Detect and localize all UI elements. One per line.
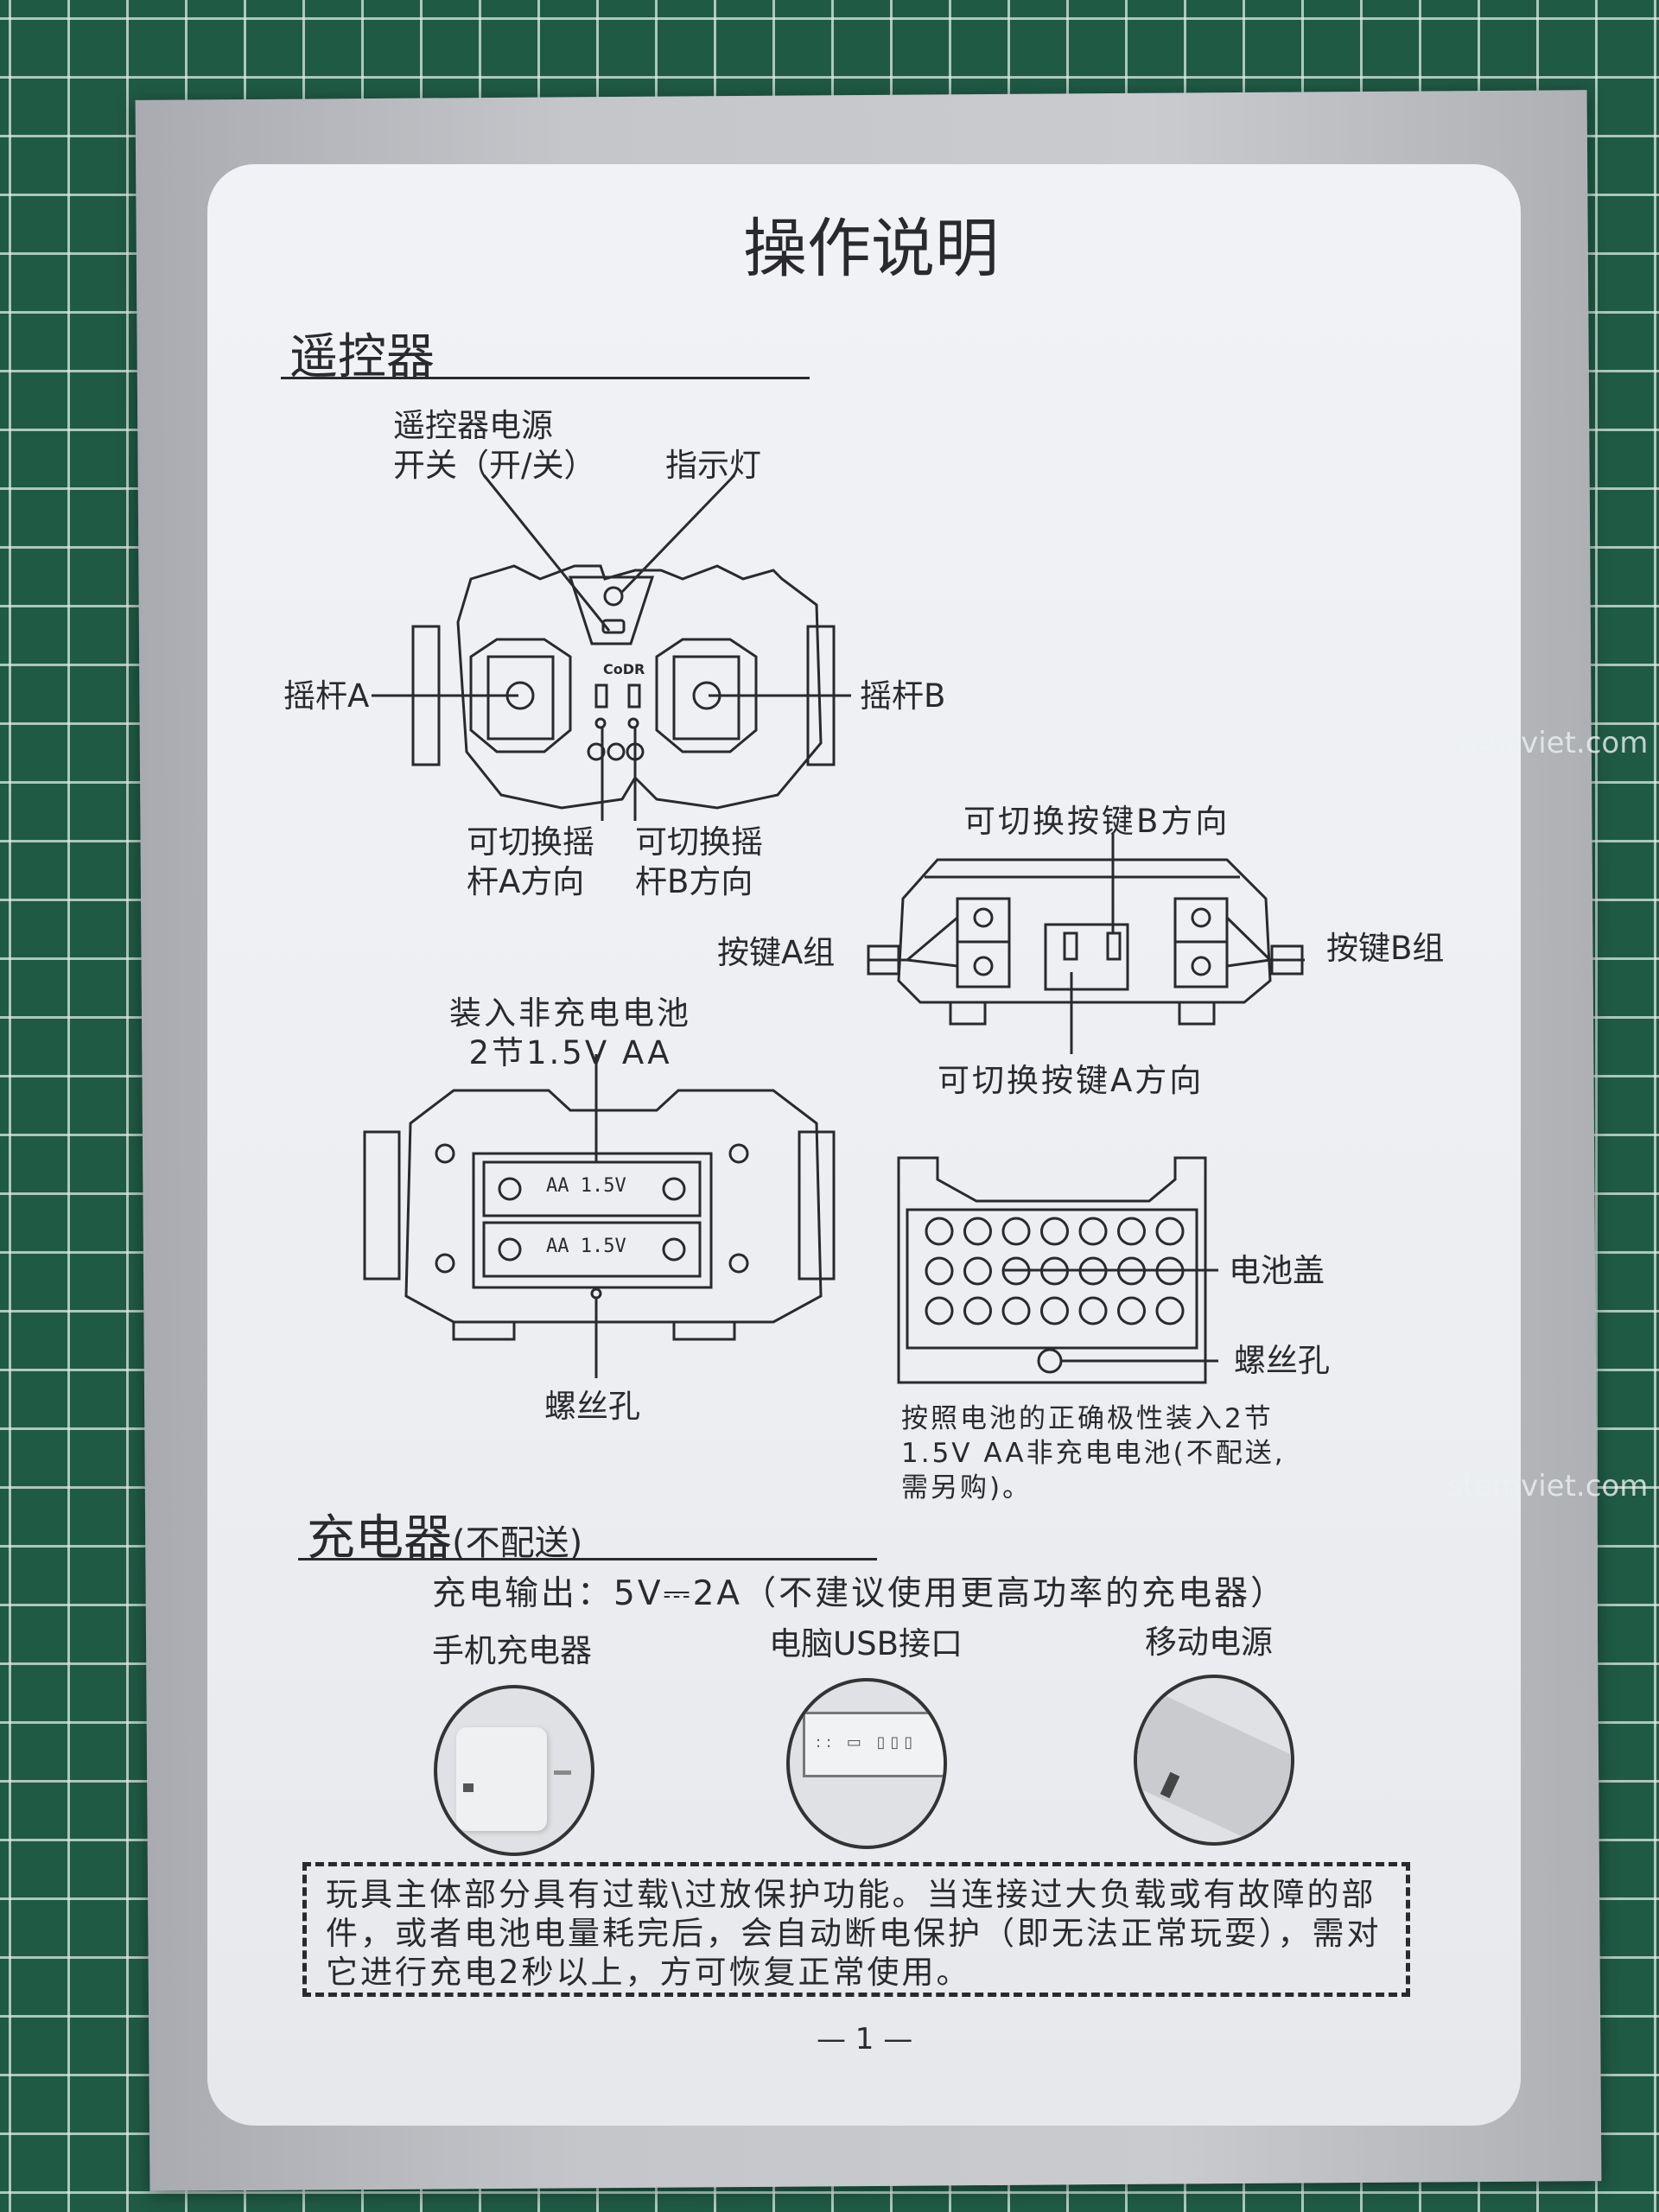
vent-hole xyxy=(1001,1217,1031,1246)
button-a-group-label: 按键A组 xyxy=(717,934,836,971)
battery-compartment-diagram xyxy=(363,1054,836,1378)
vent-hole xyxy=(963,1296,992,1325)
heading-underline xyxy=(298,1558,877,1560)
vent-hole xyxy=(1117,1217,1146,1246)
vent-hole xyxy=(1155,1256,1185,1286)
battery-cover-label: 电池盖 xyxy=(1229,1252,1325,1289)
label-line: 杆B方向 xyxy=(635,863,753,900)
label-line: 可切换摇 xyxy=(635,823,763,861)
button-a-direction-label: 可切换按键A方向 xyxy=(938,1062,1205,1099)
vent-hole xyxy=(1001,1296,1031,1325)
vent-hole xyxy=(1040,1256,1069,1286)
button-b-group-label: 按键B组 xyxy=(1326,930,1445,967)
note-line: 按照电池的正确极性装入2节 xyxy=(901,1403,1274,1434)
power-bank-icon xyxy=(1134,1675,1294,1846)
remote-heading: 遥控器 xyxy=(289,329,435,385)
power-switch-label: 遥控器电源 开关（开/关） xyxy=(393,406,595,486)
computer-usb-port-icon: :: ▭ ▯▯▯ xyxy=(786,1678,947,1849)
label-line: 装入非充电电池 xyxy=(449,995,691,1032)
option-label: 电脑USB接口 xyxy=(769,1625,963,1662)
note-line: 1.5V AA非充电电池(不配送, xyxy=(901,1438,1286,1469)
label-line: 开关（开/关） xyxy=(393,447,596,484)
charging-output-text: 充电输出：5V⎓2A（不建议使用更高功率的充电器） xyxy=(432,1574,1287,1613)
vent-hole xyxy=(963,1217,992,1246)
page-number: — 1 — xyxy=(817,2022,913,2056)
warning-box: 玩具主体部分具有过载\过放保护功能。当连接过大负载或有故障的部件，或者电池电量耗… xyxy=(302,1862,1410,1997)
vent-hole xyxy=(1078,1217,1108,1246)
heading-text: 充电器 xyxy=(307,1510,452,1567)
vent-hole xyxy=(1078,1256,1108,1286)
vent-hole xyxy=(963,1256,992,1286)
indicator-label: 指示灯 xyxy=(665,447,761,484)
label-line: 2节1.5V AA xyxy=(468,1034,672,1071)
battery-cover-diagram xyxy=(897,1156,1218,1384)
battery-note: 按照电池的正确极性装入2节 1.5V AA非充电电池(不配送, 需另购)。 xyxy=(901,1402,1286,1505)
stick-b-direction-label: 可切换摇 杆B方向 xyxy=(635,823,763,902)
vent-hole xyxy=(925,1217,954,1246)
watermark: stemviet.com xyxy=(1447,726,1649,760)
heading-underline xyxy=(281,377,810,379)
label-line: 杆A方向 xyxy=(467,863,585,900)
battery-label: AA 1.5V xyxy=(546,1175,626,1197)
watermark: stemviet.com xyxy=(1447,1469,1649,1503)
stick-b-label: 摇杆B xyxy=(860,677,946,715)
label-line: 遥控器电源 xyxy=(393,407,553,444)
option-label: 移动电源 xyxy=(1145,1624,1273,1661)
battery-label: AA 1.5V xyxy=(546,1236,626,1257)
vent-hole xyxy=(1117,1296,1146,1325)
charger-heading: 充电器(不配送) xyxy=(307,1499,582,1569)
vent-hole xyxy=(1040,1217,1069,1246)
label-line: 可切换摇 xyxy=(467,823,594,861)
page-title: 操作说明 xyxy=(743,212,999,286)
option-label: 手机充电器 xyxy=(432,1632,592,1669)
note-line: 需另购)。 xyxy=(901,1472,1033,1503)
vent-hole xyxy=(1117,1256,1146,1286)
stick-a-label: 摇杆A xyxy=(283,677,370,715)
remote-top-diagram xyxy=(372,474,851,821)
remote-buttons-diagram xyxy=(867,834,1305,1054)
screw-hole-label: 螺丝孔 xyxy=(544,1388,640,1425)
button-b-direction-label: 可切换按键B方向 xyxy=(963,803,1230,840)
vent-hole xyxy=(1001,1256,1031,1286)
cover-screw-hole-label: 螺丝孔 xyxy=(1234,1342,1330,1379)
vent-hole xyxy=(1155,1296,1185,1325)
stick-a-direction-label: 可切换摇 杆A方向 xyxy=(467,823,594,902)
battery-install-label: 装入非充电电池 2节1.5V AA xyxy=(449,994,691,1073)
phone-charger-icon xyxy=(434,1685,594,1856)
vent-hole xyxy=(1155,1217,1185,1246)
heading-note: (不配送) xyxy=(452,1523,583,1563)
vent-hole xyxy=(1078,1296,1108,1325)
vent-hole xyxy=(925,1256,954,1286)
remote-logo: CoDR xyxy=(603,661,645,677)
vent-hole xyxy=(925,1296,954,1325)
vent-hole xyxy=(1040,1296,1069,1325)
